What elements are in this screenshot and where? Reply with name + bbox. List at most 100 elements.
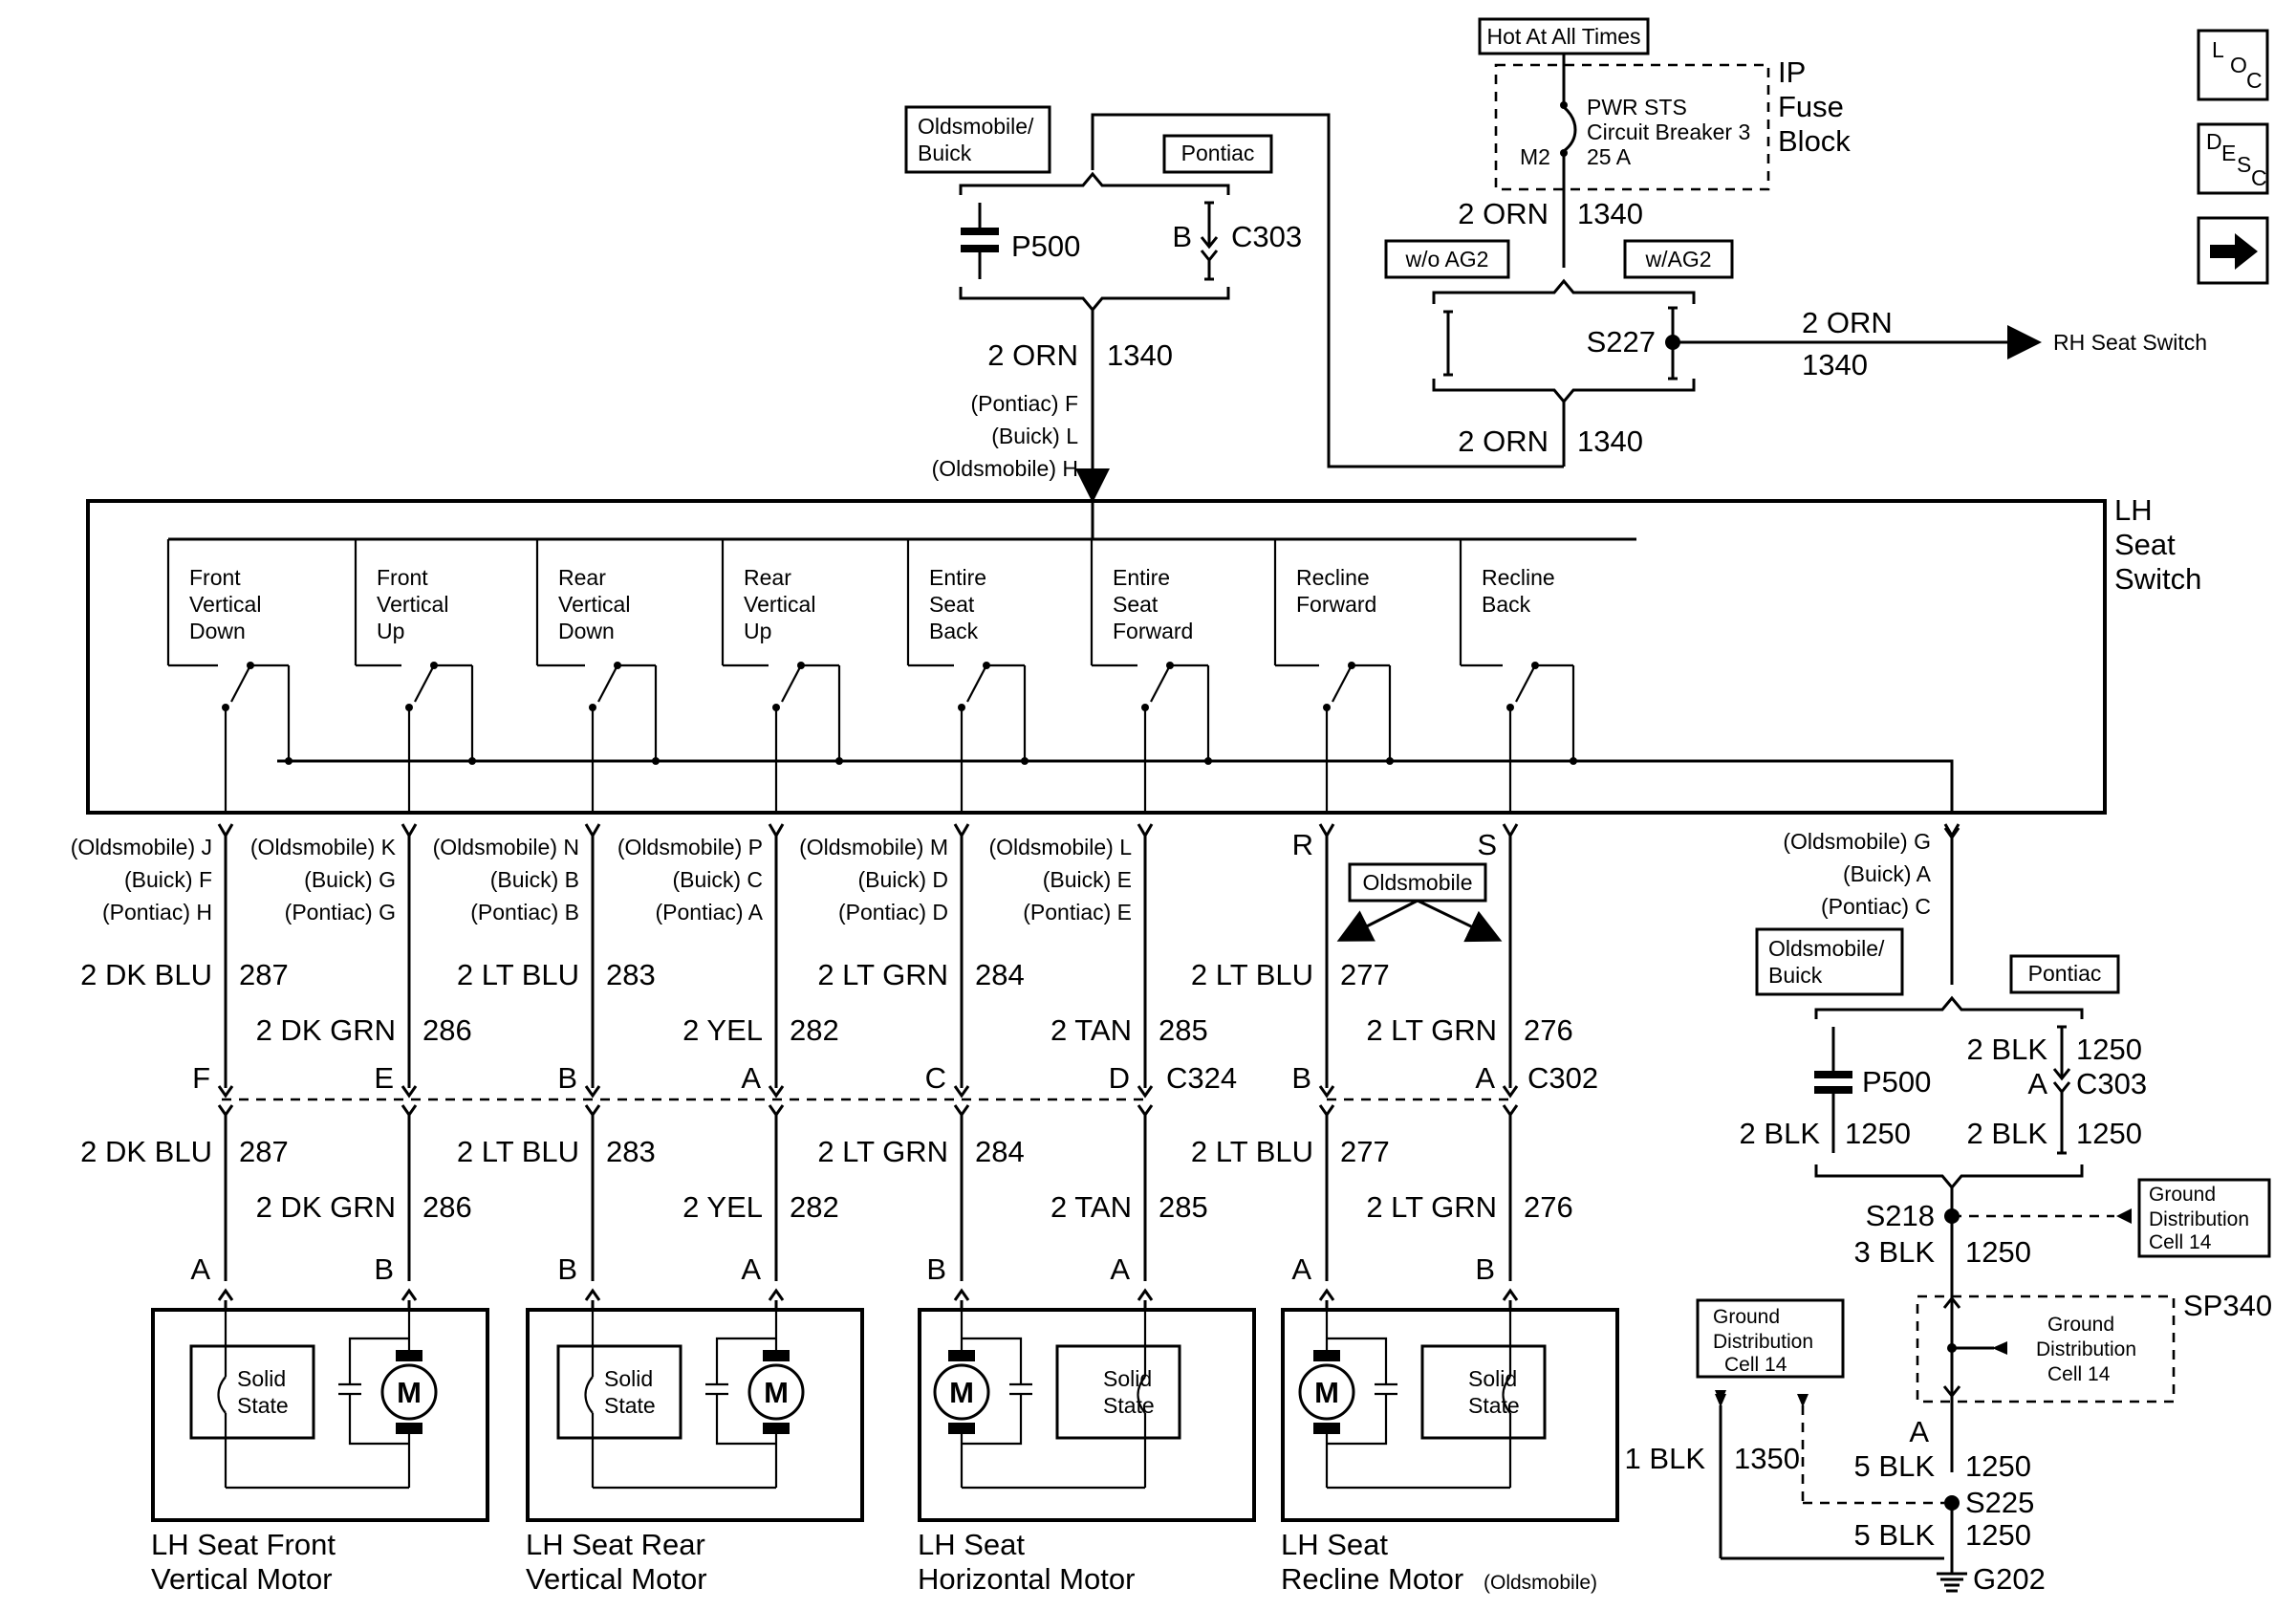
switch-label-line: Vertical <box>558 592 630 617</box>
svg-text:Pontiac: Pontiac <box>1181 141 1255 165</box>
motor-symbol: M <box>1298 1310 1397 1488</box>
pin-label: (Buick) F <box>124 867 212 892</box>
lh-seat-switch-label: LH Seat Switch <box>2114 493 2201 596</box>
motor-name-line: LH Seat <box>1281 1528 1388 1561</box>
motor-pin-label: A <box>1291 1252 1311 1286</box>
w-ag2-label: w/AG2 <box>1623 239 1734 279</box>
wire-color-label: 2 LT BLU <box>457 958 579 991</box>
motor-name-line: Vertical Motor <box>151 1562 333 1596</box>
svg-text:Block: Block <box>1778 124 1851 158</box>
pin-label: (Oldsmobile) M <box>799 835 948 859</box>
pin-a-s225: A <box>1909 1415 1929 1448</box>
motor-m-label: M <box>1314 1376 1339 1409</box>
switch-label-line: Rear <box>744 565 791 590</box>
svg-text:C303: C303 <box>1231 220 1302 253</box>
circuit-label-lower: 285 <box>1159 1190 1208 1224</box>
svg-text:M2: M2 <box>1520 144 1550 169</box>
pontiac-label-top: Pontiac <box>1162 134 1273 174</box>
motor-name-line: Horizontal Motor <box>918 1562 1135 1596</box>
svg-text:Cell 14: Cell 14 <box>2047 1363 2111 1385</box>
svg-text:Ground: Ground <box>1713 1306 1780 1328</box>
motor-symbol: M <box>338 1310 438 1488</box>
pontiac-label-ground: Pontiac <box>2009 954 2120 994</box>
wire-group: (Oldsmobile) J(Buick) F(Pontiac) H2 DK B… <box>71 823 1960 1301</box>
right-arrow-icon[interactable] <box>2197 216 2269 285</box>
svg-text:2 BLK: 2 BLK <box>1967 1033 2048 1066</box>
wire-color-label-lower: 2 DK BLU <box>80 1135 212 1168</box>
switch-label-line: Front <box>377 565 428 590</box>
svg-text:A: A <box>2027 1067 2047 1100</box>
wire-color-label-lower: 2 LT GRN <box>817 1135 948 1168</box>
c302-label: C302 <box>1527 1061 1598 1095</box>
svg-text:Oldsmobile/: Oldsmobile/ <box>918 114 1034 139</box>
ip-fuse-block-label: IP Fuse Block <box>1778 55 1851 158</box>
svg-text:2 BLK: 2 BLK <box>1967 1117 2048 1150</box>
wire-color-label-lower: 2 DK GRN <box>256 1190 396 1224</box>
circuit-label-lower: 277 <box>1340 1135 1390 1168</box>
wire-color-label: 2 TAN <box>1051 1013 1132 1047</box>
wire-color-label: 2 DK GRN <box>256 1013 396 1047</box>
svg-text:Distribution: Distribution <box>2149 1208 2249 1230</box>
wire-orn-label-3: 2 ORN <box>1458 424 1549 458</box>
circuit-1340-label-3: 1340 <box>1577 424 1643 458</box>
motor-pin-label: A <box>190 1252 210 1286</box>
rh-seat-switch-label: RH Seat Switch <box>2053 330 2207 355</box>
ground-distribution-cell14-b: Ground Distribution Cell 14 <box>2036 1314 2136 1385</box>
switch-label-line: Vertical <box>744 592 815 617</box>
motor-pin-label: B <box>557 1252 577 1286</box>
circuit-label: 283 <box>606 958 656 991</box>
switch-group: FrontVerticalDownFrontVerticalUpRearVert… <box>166 539 1577 813</box>
svg-text:Distribution: Distribution <box>1713 1331 1813 1353</box>
connector-pin-label: A <box>741 1061 761 1095</box>
pin-label: (Pontiac) A <box>656 900 764 925</box>
wire-color-label: 2 LT GRN <box>1366 1013 1497 1047</box>
motor-m-label: M <box>764 1376 789 1409</box>
nav-desc-icon[interactable]: D E S C <box>2197 122 2269 195</box>
circuit-breaker-3: PWR STS Circuit Breaker 3 25 A M2 <box>1520 54 1750 268</box>
solid-state-label: State <box>1468 1393 1520 1418</box>
pin-label: (Pontiac) H <box>102 900 212 925</box>
switch-label-line: Rear <box>558 565 606 590</box>
olds-buick-label-top: Oldsmobile/ Buick <box>904 105 1051 174</box>
connector-pin-label: B <box>1291 1061 1311 1095</box>
svg-text:2 BLK: 2 BLK <box>1740 1117 1821 1150</box>
svg-text:G202: G202 <box>1973 1562 2046 1596</box>
nav-loc-icon[interactable]: L O C <box>2197 29 2269 101</box>
svg-text:Hot At All Times: Hot At All Times <box>1486 24 1640 49</box>
solid-state-label: State <box>1103 1393 1155 1418</box>
switch-label-line: Down <box>558 619 615 643</box>
solid-state-label: State <box>237 1393 289 1418</box>
circuit-label: 284 <box>975 958 1025 991</box>
switch-label-line: Back <box>1482 592 1531 617</box>
g202-ground-symbol: G202 <box>1937 1562 2046 1596</box>
circuit-label: 287 <box>239 958 289 991</box>
wire-orn-label-1: 2 ORN <box>1458 197 1549 230</box>
pin-label: S <box>1477 828 1497 861</box>
circuit-1340-label-2: 1340 <box>1802 348 1868 381</box>
motor-symbol: M <box>933 1310 1032 1488</box>
pin-label: (Buick) B <box>490 867 579 892</box>
switch-label-line: Forward <box>1296 592 1376 617</box>
c303-connector-ground: 2 BLK 1250 A C303 2 BLK 1250 <box>1967 1025 2147 1155</box>
svg-text:Circuit Breaker 3: Circuit Breaker 3 <box>1587 120 1750 144</box>
c1250-label-b: 1250 <box>1965 1449 2031 1483</box>
ip-fuse-block-outline <box>1494 63 1770 191</box>
svg-text:w/AG2: w/AG2 <box>1644 247 1711 272</box>
wire-color-label: 2 LT BLU <box>1191 958 1313 991</box>
splice-s227-label: S227 <box>1587 325 1656 359</box>
switch-label-line: Entire <box>1113 565 1170 590</box>
pin-label: (Buick) C <box>672 867 763 892</box>
connector-pin-label: A <box>1475 1061 1495 1095</box>
circuit-label: 276 <box>1524 1013 1573 1047</box>
circuit-1340-label-1: 1340 <box>1577 197 1643 230</box>
svg-text:1250: 1250 <box>2076 1033 2142 1066</box>
connector-pin-label: C <box>925 1061 946 1095</box>
